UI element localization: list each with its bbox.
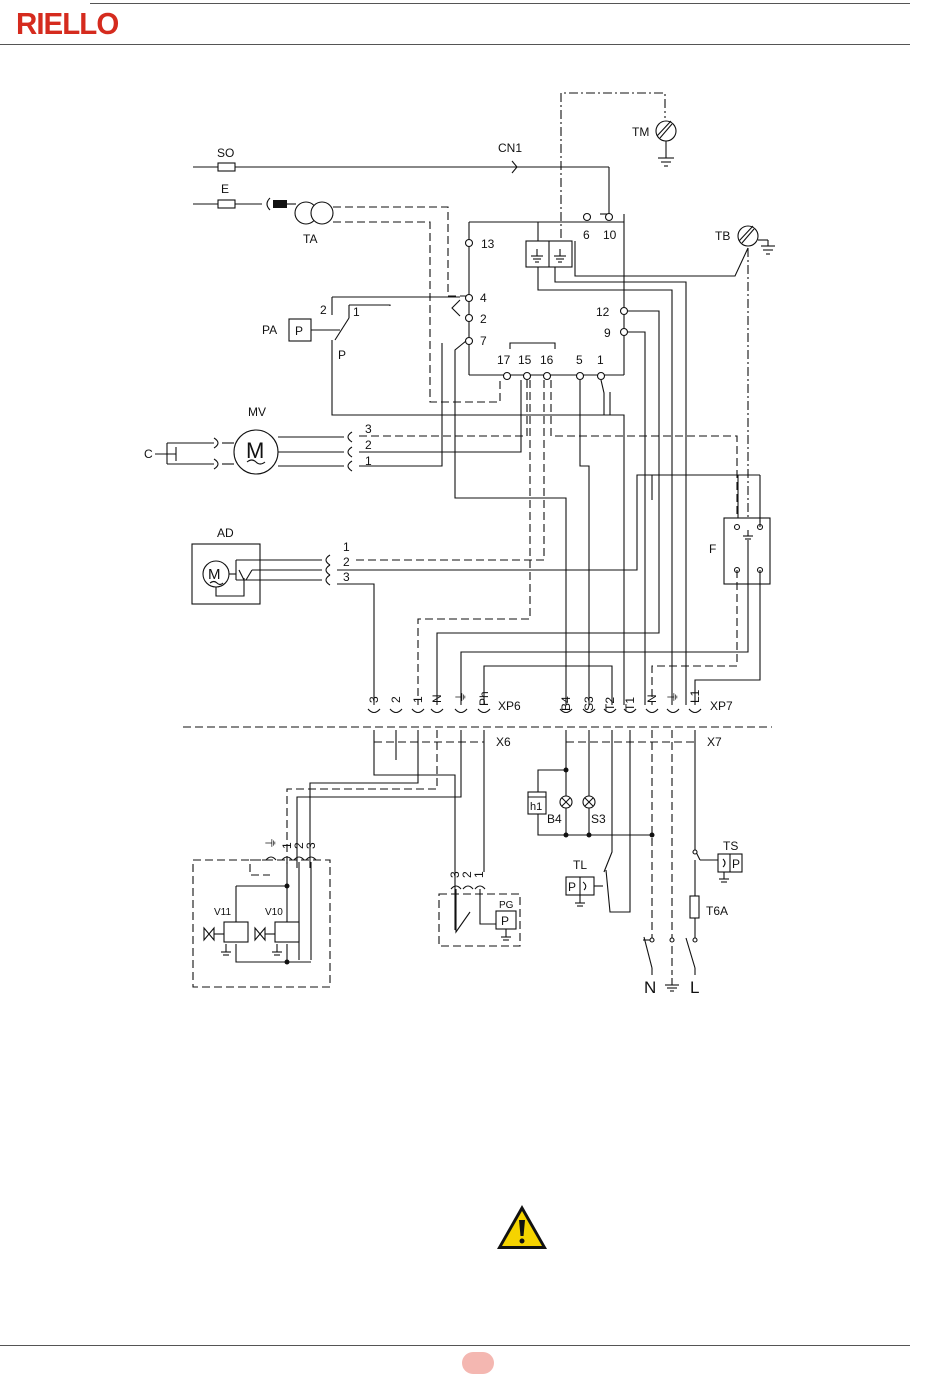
label-c: C [144, 447, 153, 461]
label-mv-2: 2 [365, 438, 372, 452]
label-tl: TL [573, 858, 587, 872]
label-h1: h1 [530, 801, 542, 813]
label-15: 15 [518, 353, 532, 367]
label-e: E [221, 182, 229, 196]
label-mv: MV [248, 405, 266, 419]
xp7-pin-t1: T1 [623, 697, 637, 711]
valve-pin-gnd: ⏚ [264, 837, 278, 849]
xp6-pin-ph: Ph [477, 691, 491, 706]
label-f: F [709, 542, 716, 556]
xp6-pin-3: 3 [367, 696, 381, 703]
t6a-fuse [690, 896, 699, 918]
label-x6: X6 [496, 735, 511, 749]
label-x7: X7 [707, 735, 722, 749]
label-ad: AD [217, 526, 234, 540]
valve-v10 [275, 922, 299, 942]
page-number-tab [462, 1352, 494, 1374]
label-pg: PG [499, 900, 514, 911]
label-p-box: P [295, 324, 303, 338]
label-n: N [644, 978, 656, 997]
label-v11: V11 [214, 907, 231, 918]
xp6-pin-gnd: ⏚ [454, 691, 468, 703]
label-7: 7 [480, 334, 487, 348]
svg-text:P: P [568, 880, 576, 894]
label-ta: TA [303, 232, 317, 246]
pg-connector [451, 886, 485, 889]
label-ad-1: 1 [343, 540, 350, 554]
svg-text:M: M [208, 566, 221, 583]
label-6: 6 [583, 228, 590, 242]
xp6-pin-1: 1 [411, 696, 425, 703]
label-b4: B4 [547, 812, 562, 826]
label-p-contact: P [338, 348, 346, 362]
xp7-pin-t2: T2 [603, 697, 617, 711]
xp7-pin-l1: L1 [688, 689, 702, 703]
label-9: 9 [604, 326, 611, 340]
label-10: 10 [603, 228, 617, 242]
label-s3: S3 [591, 812, 606, 826]
label-pa-2: 2 [320, 303, 327, 317]
warning-triangle-icon [497, 1205, 547, 1249]
xp7-pin-n: N [645, 694, 659, 703]
label-pa: PA [262, 323, 277, 337]
label-2: 2 [480, 312, 487, 326]
valve-pin-3: 3 [304, 842, 318, 849]
label-ad-2: 2 [343, 555, 350, 569]
xp6-pin-n: N [430, 694, 444, 703]
valve-group [193, 860, 330, 987]
label-xp6: XP6 [498, 699, 521, 713]
label-4: 4 [480, 291, 487, 305]
label-so: SO [217, 146, 234, 160]
label-16: 16 [540, 353, 554, 367]
xp7-pin-s3: S3 [582, 696, 596, 711]
label-tb: TB [715, 229, 730, 243]
footer-rule [0, 1345, 910, 1346]
label-1: 1 [597, 353, 604, 367]
label-12: 12 [596, 305, 610, 319]
xp7-pin-gnd: ⏚ [666, 691, 680, 703]
svg-text:M: M [246, 438, 264, 463]
label-17: 17 [497, 353, 511, 367]
label-tm: TM [632, 125, 649, 139]
label-l: L [690, 978, 699, 997]
svg-text:P: P [732, 857, 740, 871]
xp6-connector [368, 709, 490, 713]
label-ad-3: 3 [343, 570, 350, 584]
xp6-pin-2: 2 [389, 696, 403, 703]
label-cn1: CN1 [498, 141, 522, 155]
f-filter [724, 518, 770, 584]
label-13: 13 [481, 237, 495, 251]
svg-text:P: P [501, 914, 509, 928]
label-v10: V10 [265, 907, 283, 918]
xp7-pin-b4: B4 [559, 696, 573, 711]
label-pa-1: 1 [353, 305, 360, 319]
label-5: 5 [576, 353, 583, 367]
pg-pin-1: 1 [472, 871, 486, 878]
valve-v11 [224, 922, 248, 942]
label-mv-3: 3 [365, 422, 372, 436]
label-ts: TS [723, 839, 738, 853]
label-xp7: XP7 [710, 699, 733, 713]
label-t6a: T6A [706, 904, 728, 918]
